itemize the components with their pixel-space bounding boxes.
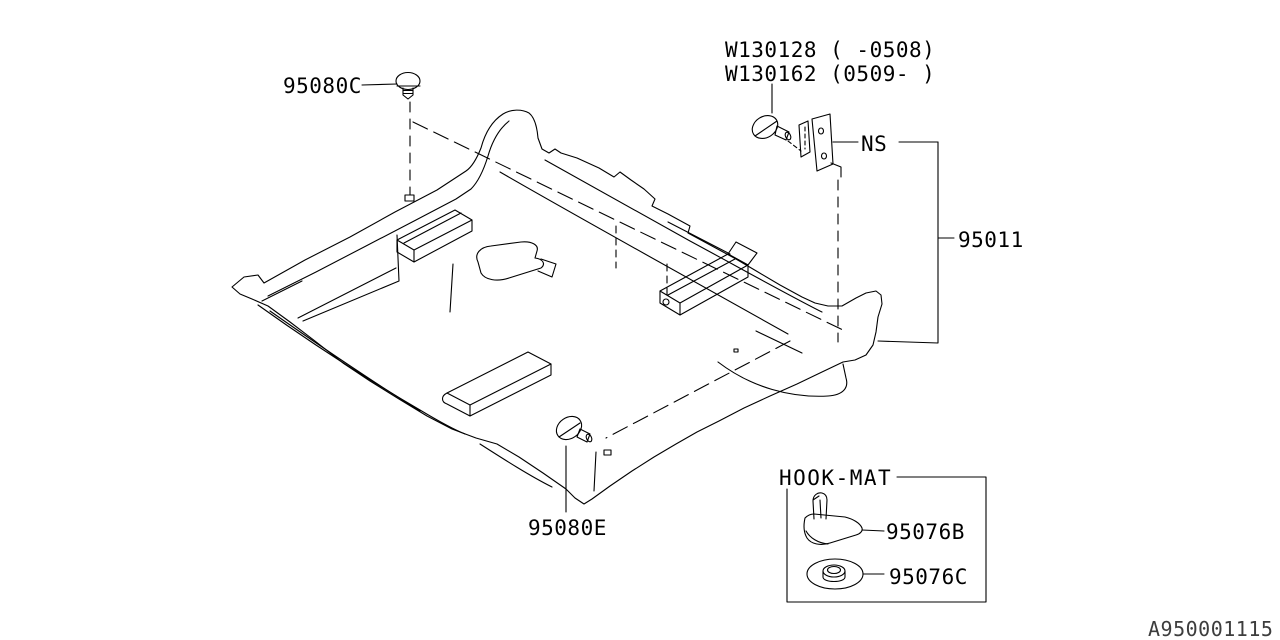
fastener-hole	[603, 449, 612, 456]
label-part-95076c[interactable]: 95076C	[889, 565, 968, 589]
carpet-detail-line	[297, 234, 454, 322]
fold-line	[412, 121, 846, 332]
fastener-hole	[733, 348, 739, 353]
push-clip-icon	[754, 120, 790, 141]
mat-hook-icon	[812, 492, 828, 520]
leader-line-95076b	[861, 529, 885, 532]
diagram-id-code: A950001115	[1148, 617, 1273, 640]
carpet-detail-line	[269, 310, 421, 412]
seat-rail	[446, 351, 552, 406]
mat-hook-icon	[805, 530, 829, 545]
hook-mat-box-border	[786, 476, 987, 603]
carpet-detail-line	[267, 120, 510, 297]
ns-bracket-hole	[820, 152, 828, 160]
label-fastener-w130128[interactable]: W130128 ( -0508)	[725, 38, 935, 62]
fastener-95080c	[361, 71, 421, 202]
seat-rail	[396, 209, 473, 251]
ns-bracket-icon	[830, 162, 842, 178]
screw-clip-icon	[395, 71, 421, 91]
fold-line	[605, 340, 791, 439]
push-clip-icon	[751, 115, 779, 139]
hook-mat-box	[786, 476, 987, 603]
seat-rail	[659, 253, 749, 304]
seat-rail	[727, 241, 758, 266]
carpet-detail-line	[261, 280, 303, 302]
ns-bracket-icon	[798, 113, 834, 172]
carpet-detail-line	[667, 221, 803, 354]
callout-bracket-95011	[877, 141, 955, 344]
label-fastener-w130162[interactable]: W130162 (0509- )	[725, 62, 935, 86]
carpet-drawing	[231, 109, 883, 505]
fastener-95080e	[555, 415, 593, 513]
push-clip-icon	[558, 422, 591, 443]
fastener-hole	[662, 298, 670, 306]
fastener-point-marker	[404, 194, 415, 202]
carpet-detail-line	[717, 361, 848, 397]
carpet-outline	[231, 109, 883, 505]
seat-rail	[441, 363, 552, 417]
tunnel-line	[544, 159, 823, 313]
mat-grommet-icon	[822, 570, 846, 583]
patch-cutout	[476, 241, 544, 281]
label-part-95080c[interactable]: 95080C	[283, 74, 362, 98]
push-clip-icon	[585, 433, 593, 443]
label-part-95080e[interactable]: 95080E	[528, 516, 607, 540]
leader-line-clip-dashed	[787, 140, 802, 152]
ns-bracket-hole	[817, 127, 825, 135]
label-ns: NS	[861, 132, 887, 156]
screw-clip-icon	[396, 85, 421, 100]
label-part-95076b[interactable]: 95076B	[886, 520, 965, 544]
label-part-95011[interactable]: 95011	[958, 228, 1024, 252]
patch-cutout	[537, 258, 557, 278]
push-clip-icon	[555, 415, 583, 441]
leader-line-95080c	[361, 83, 398, 86]
mat-hook-icon	[803, 513, 863, 545]
carpet-detail-line	[479, 443, 597, 492]
seat-rail	[659, 258, 749, 316]
push-clip-icon	[784, 131, 792, 141]
fastener-w130-group	[751, 83, 955, 344]
tunnel-line	[499, 171, 789, 335]
mat-grommet-icon	[826, 565, 842, 575]
label-hook-mat-title: HOOK-MAT	[779, 466, 892, 490]
